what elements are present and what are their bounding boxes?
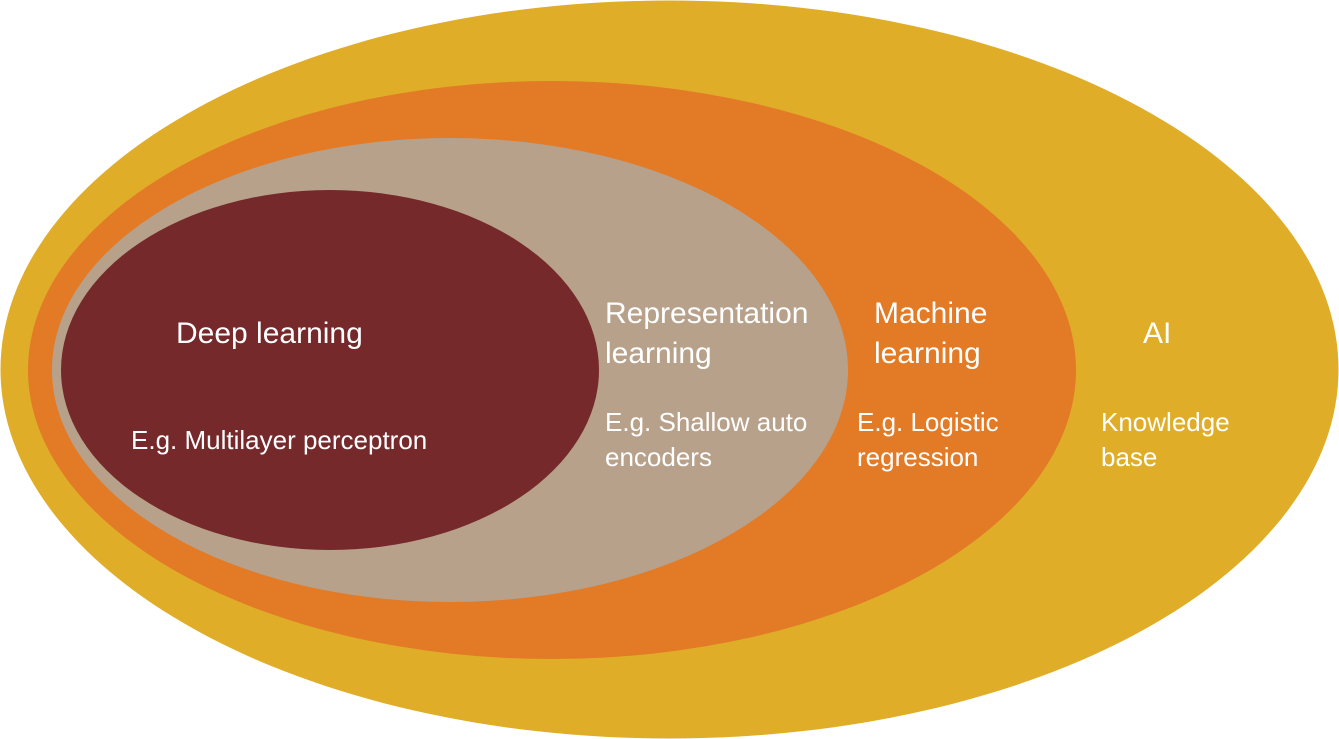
machine-learning-title-line-2: learning bbox=[874, 337, 981, 370]
ai-example: Knowledge base bbox=[1101, 405, 1230, 475]
machine-learning-example-line-1: E.g. Logistic bbox=[857, 407, 999, 437]
ai-example-line-2: base bbox=[1101, 442, 1158, 472]
ai-title: AI bbox=[1143, 317, 1172, 350]
machine-learning-example: E.g. Logistic regression bbox=[857, 405, 999, 475]
machine-learning-example-line-2: regression bbox=[857, 442, 979, 472]
representation-learning-example-line-1: E.g. Shallow auto bbox=[605, 407, 808, 437]
deep-learning-example: E.g. Multilayer perceptron bbox=[131, 425, 428, 455]
machine-learning-title-line-1: Machine bbox=[874, 297, 988, 330]
machine-learning-title: Machine learning bbox=[874, 294, 987, 374]
deep-learning-region bbox=[61, 190, 599, 550]
representation-learning-title-line-2: learning bbox=[605, 337, 712, 370]
representation-learning-example: E.g. Shallow auto encoders bbox=[605, 405, 807, 475]
representation-learning-example-line-2: encoders bbox=[605, 442, 712, 472]
deep-learning-title: Deep learning bbox=[176, 317, 363, 350]
ai-example-line-1: Knowledge bbox=[1101, 407, 1230, 437]
representation-learning-title: Representation learning bbox=[605, 294, 808, 374]
representation-learning-title-line-1: Representation bbox=[605, 297, 809, 330]
